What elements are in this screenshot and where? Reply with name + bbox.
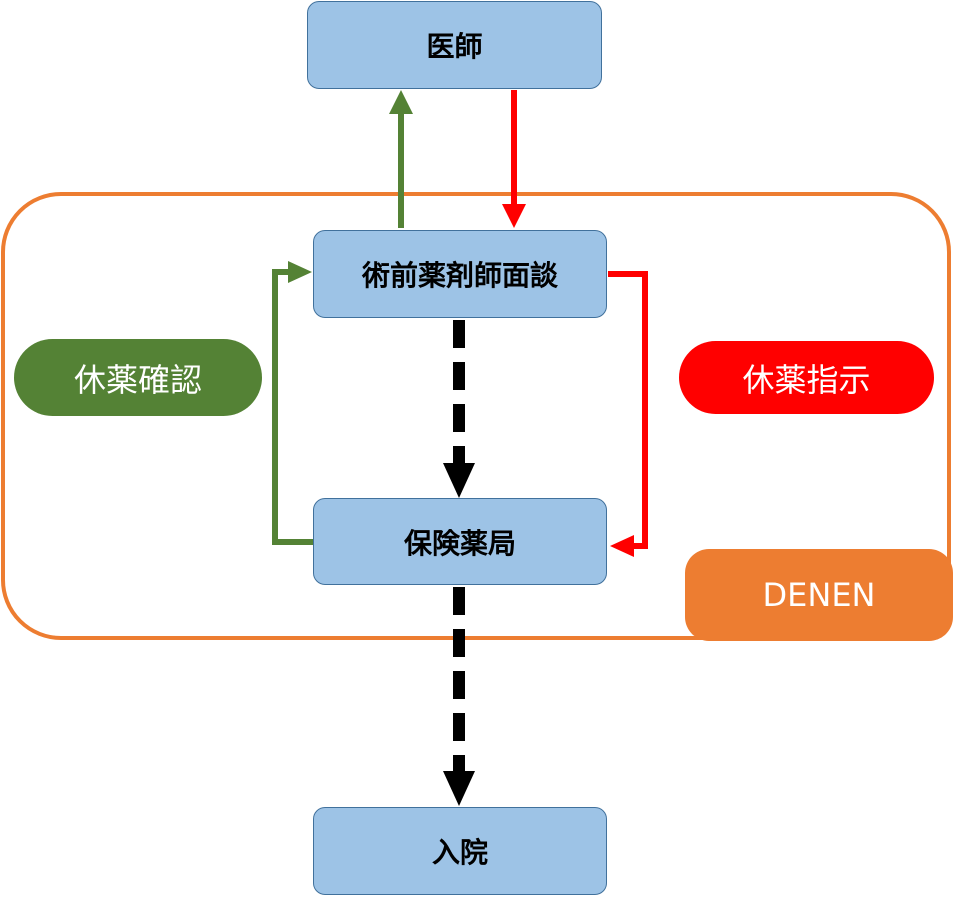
- label-withdrawal-confirmation: 休薬確認: [14, 339, 262, 416]
- label-withdrawal-instruction: 休薬指示: [679, 341, 934, 414]
- arrow-interview-to-doctor: [389, 90, 413, 228]
- denen-group-boundary: [1, 192, 951, 640]
- dashed-arrow-interview-to-pharmacy: [443, 320, 475, 498]
- label-denen-group: DENEN: [685, 549, 953, 641]
- dashed-arrow-pharmacy-to-admission: [443, 587, 475, 806]
- node-doctor[interactable]: 医師: [307, 1, 602, 89]
- arrow-doctor-to-interview: [502, 90, 526, 228]
- arrow-interview-to-pharmacy: [608, 271, 648, 557]
- arrow-pharmacy-to-interview: [272, 261, 313, 545]
- node-preop-pharmacist-interview[interactable]: 術前薬剤師面談: [313, 230, 607, 318]
- node-admission[interactable]: 入院: [313, 807, 607, 895]
- node-insurance-pharmacy[interactable]: 保険薬局: [313, 498, 607, 585]
